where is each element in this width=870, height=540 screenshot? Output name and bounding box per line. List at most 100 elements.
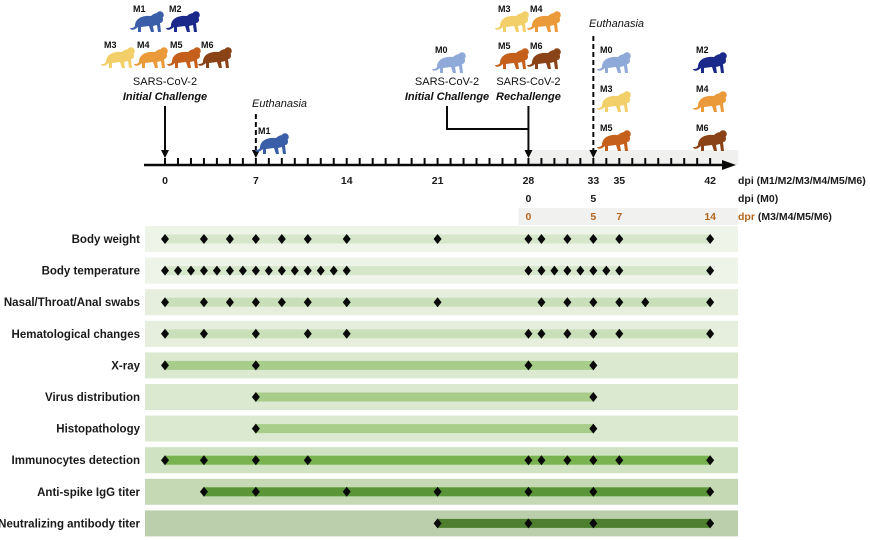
arrow-down-icon xyxy=(251,150,260,158)
monkey-head xyxy=(623,130,631,138)
sampling-point-marker xyxy=(602,265,611,276)
sampling-point-marker xyxy=(524,455,533,466)
sampling-point-marker xyxy=(563,297,572,308)
sampling-point-marker xyxy=(342,265,351,276)
sampling-point-marker xyxy=(615,455,624,466)
sampling-point-marker xyxy=(238,265,247,276)
axis-name-dpr: dpr (M3/M4/M5/M6) xyxy=(738,211,832,223)
sampling-point-marker xyxy=(524,486,533,497)
monkey-head xyxy=(192,11,200,19)
sampling-point-marker xyxy=(161,455,169,466)
monkey-icon-m3: M3 xyxy=(597,84,631,112)
sampling-point-marker xyxy=(303,265,312,276)
sampling-point-marker xyxy=(225,234,234,244)
monkey-id-label: M0 xyxy=(600,45,613,55)
row-label: Neutralizing antibody titer xyxy=(0,518,141,530)
sampling-point-marker xyxy=(264,265,273,276)
sampling-point-marker xyxy=(550,265,559,276)
arrow-down-icon xyxy=(161,150,169,158)
sampling-point-marker xyxy=(433,234,442,244)
dpi-m0-tick-label: 5 xyxy=(590,193,596,205)
monkey-head xyxy=(553,11,561,19)
sampling-point-marker xyxy=(433,486,442,497)
row-nasal-throat-anal-swabs: Nasal/Throat/Anal swabs xyxy=(4,289,738,316)
sampling-point-marker xyxy=(589,234,598,244)
row-period-bar xyxy=(165,455,711,465)
sampling-point-marker xyxy=(537,234,546,244)
sampling-point-marker xyxy=(161,328,169,339)
axis-tick-label: 0 xyxy=(162,175,168,187)
monkey-icon-m5: M5 xyxy=(495,41,529,69)
row-period-bar xyxy=(437,518,711,528)
sampling-point-marker xyxy=(251,455,260,466)
monkey-icon-m1: M1 xyxy=(130,4,164,32)
sampling-point-marker xyxy=(576,265,585,276)
sampling-point-marker xyxy=(303,234,312,244)
axis-tick-label: 33 xyxy=(587,175,599,187)
monkey-head xyxy=(193,47,201,55)
sampling-point-marker xyxy=(251,234,260,244)
axis-tick-label: 28 xyxy=(523,175,535,187)
arrow-down-icon xyxy=(524,150,533,158)
monkey-id-label: M2 xyxy=(169,4,182,14)
monkey-icon-m4: M4 xyxy=(134,40,168,68)
sampling-point-marker xyxy=(524,518,533,529)
monkey-id-label: M0 xyxy=(435,45,448,55)
monkey-silhouette xyxy=(495,13,529,32)
sampling-point-marker xyxy=(589,360,598,371)
monkey-head xyxy=(553,48,561,56)
event-line2: Initial Challenge xyxy=(123,91,207,103)
row-label: Histopathology xyxy=(56,424,140,436)
sampling-point-marker xyxy=(161,360,169,371)
axis-tick-label: 42 xyxy=(704,175,716,187)
monkey-icon-m5: M5 xyxy=(597,123,631,151)
monkey-silhouette xyxy=(432,54,466,73)
sampling-point-marker xyxy=(225,265,234,276)
monkey-silhouette xyxy=(134,49,168,68)
sampling-point-marker xyxy=(706,297,715,308)
monkey-head xyxy=(623,91,631,99)
sampling-point-marker xyxy=(329,265,338,276)
sampling-point-marker xyxy=(251,392,260,402)
monkey-head xyxy=(521,11,529,19)
monkey-head xyxy=(719,52,727,60)
monkey-icon-m2: M2 xyxy=(693,45,727,73)
sampling-point-marker xyxy=(706,265,715,276)
sampling-point-marker xyxy=(225,297,234,308)
monkey-icon-m0: M0 xyxy=(597,45,631,73)
sampling-point-marker xyxy=(251,360,260,371)
monkey-id-label: M1 xyxy=(258,126,271,136)
sampling-point-marker xyxy=(433,297,442,308)
row-body-temperature: Body temperature xyxy=(42,257,738,284)
sampling-point-marker xyxy=(706,486,715,497)
sampling-point-marker xyxy=(537,328,546,339)
sampling-point-marker xyxy=(433,518,442,529)
dpi-m0-tick-label: 0 xyxy=(526,193,532,205)
monkey-id-label: M5 xyxy=(498,41,511,51)
monkey-silhouette xyxy=(167,49,201,68)
dpr-band xyxy=(518,208,739,225)
event-line1: SARS-CoV-2 xyxy=(415,76,479,88)
monkey-icon-m6: M6 xyxy=(527,41,561,69)
sampling-point-marker xyxy=(199,455,208,466)
dpr-tick-label: 5 xyxy=(590,211,596,223)
row-histopathology: Histopathology xyxy=(56,415,738,442)
axis-name-dpi-m0: dpi (M0) xyxy=(738,193,778,205)
bracket-connector xyxy=(446,106,529,130)
monkey-head xyxy=(719,130,727,138)
sampling-point-marker xyxy=(563,328,572,339)
monkey-silhouette xyxy=(693,54,727,73)
monkey-icon-m1: M1 xyxy=(255,126,289,154)
sampling-point-marker xyxy=(706,518,715,529)
row-period-bar xyxy=(165,329,711,339)
sampling-point-marker xyxy=(290,265,299,276)
monkey-icon-m5: M5 xyxy=(167,40,201,68)
sampling-point-marker xyxy=(277,265,286,276)
sampling-point-marker xyxy=(342,234,351,244)
monkey-id-label: M4 xyxy=(696,84,709,94)
